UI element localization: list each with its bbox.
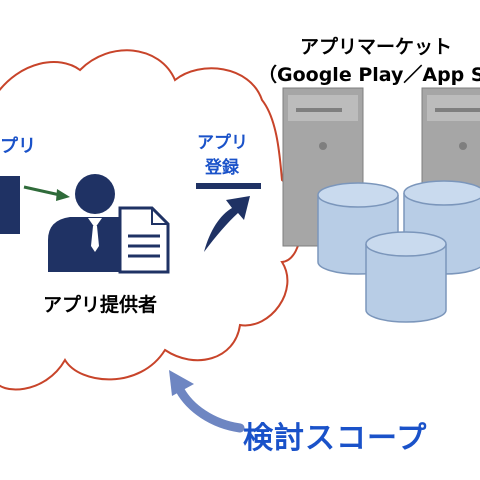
left-device bbox=[0, 176, 20, 234]
document-icon bbox=[118, 206, 170, 274]
app-market-title: アプリマーケット bbox=[300, 36, 453, 58]
person-icon bbox=[48, 174, 141, 272]
connector-arrow bbox=[23, 185, 70, 201]
app-left-label: プリ bbox=[0, 136, 36, 157]
scope-arrow-icon bbox=[169, 370, 245, 433]
app-provider-label: アプリ提供者 bbox=[43, 294, 158, 316]
app-market-subtitle: （Google Play／App S bbox=[258, 64, 480, 86]
upload-arrow-icon bbox=[196, 183, 261, 252]
app-register-label-line1: アプリ bbox=[197, 133, 248, 153]
scope-label: 検討スコープ bbox=[243, 421, 428, 456]
app-register-label-line2: 登録 bbox=[205, 158, 239, 178]
database-icon bbox=[365, 231, 447, 323]
